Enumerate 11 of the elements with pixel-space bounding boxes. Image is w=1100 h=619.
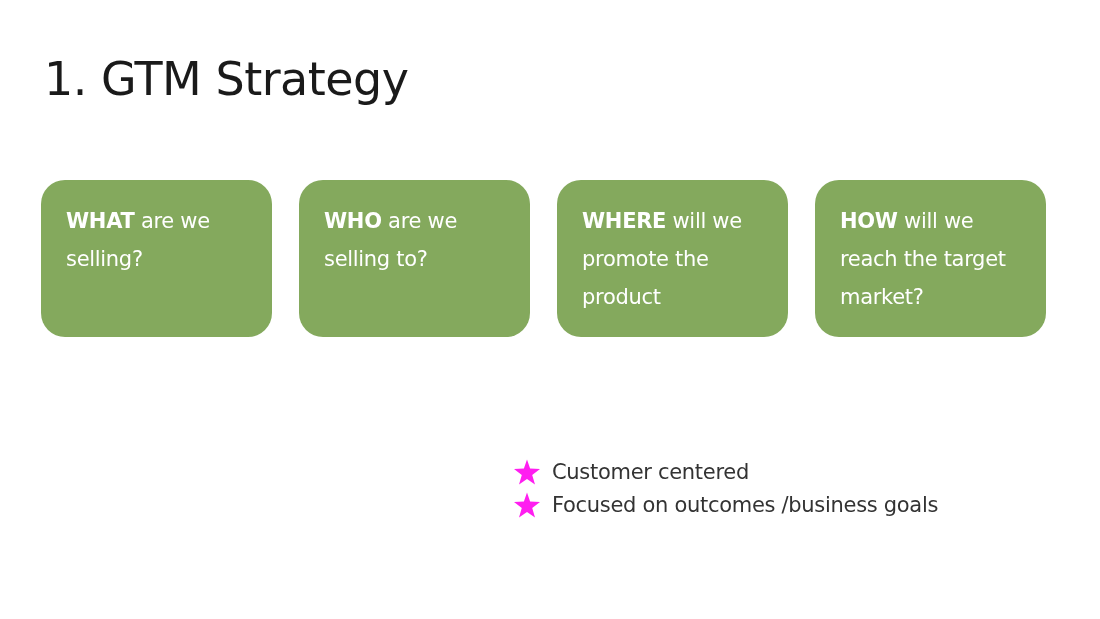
question-card — [41, 180, 272, 337]
bullet-text: Focused on outcomes /business goals — [552, 493, 939, 517]
card-text: WHERE will we promote the product — [582, 208, 743, 311]
question-card — [557, 180, 788, 337]
question-card — [815, 180, 1046, 337]
bullet-text: Customer centered — [552, 460, 749, 484]
slide-title: 1. GTM Strategy — [44, 52, 409, 106]
card-text: HOW will we reach the target market? — [840, 208, 1007, 311]
question-card — [299, 180, 530, 337]
card-text: WHAT are we selling? — [66, 208, 211, 273]
card-text: WHO are we selling to? — [324, 208, 458, 273]
